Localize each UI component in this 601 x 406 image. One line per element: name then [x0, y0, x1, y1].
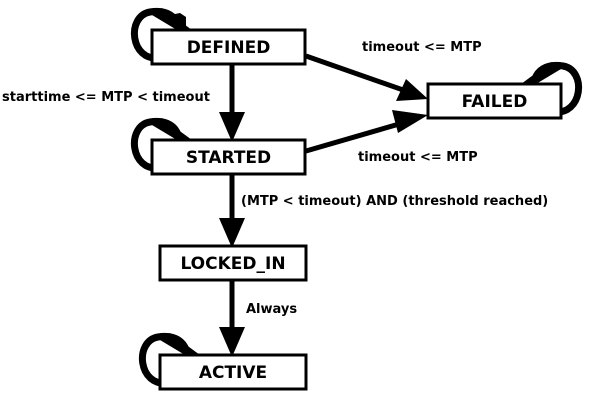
edge-started-to-failed-arrowhead [392, 110, 428, 133]
edge-label-started-to-failed: timeout <= MTP [358, 150, 478, 165]
state-node-active[interactable]: ACTIVE [158, 353, 308, 391]
edge-locked-in-to-active[interactable] [219, 280, 245, 357]
edge-defined-to-failed-arrowhead [396, 79, 428, 101]
edge-label-locked-in-to-active: Always [246, 302, 297, 317]
edge-defined-to-started[interactable] [219, 64, 245, 142]
state-label-started: STARTED [186, 148, 271, 168]
state-node-locked-in[interactable]: LOCKED_IN [158, 244, 308, 282]
edge-defined-to-failed[interactable] [305, 53, 428, 101]
edge-started-to-failed-line [305, 119, 407, 154]
edge-label-started-to-locked-in: (MTP < timeout) AND (threshold reached) [241, 194, 548, 209]
state-label-defined: DEFINED [187, 38, 271, 58]
edge-defined-to-started-arrowhead [219, 112, 245, 142]
edge-defined-to-failed-line [305, 53, 407, 94]
state-label-failed: FAILED [462, 92, 528, 112]
state-box-defined [150, 28, 307, 66]
state-box-started [150, 138, 307, 176]
edge-started-to-locked-in-arrowhead [219, 218, 245, 248]
edge-label-defined-to-failed: timeout <= MTP [362, 40, 482, 55]
state-box-locked-in [158, 244, 308, 282]
state-label-locked-in: LOCKED_IN [180, 254, 285, 274]
edge-started-to-locked-in[interactable] [219, 174, 245, 248]
state-node-failed[interactable]: FAILED [426, 82, 563, 120]
edge-locked-in-to-active-arrowhead [219, 327, 245, 357]
edge-label-defined-to-started: starttime <= MTP < timeout [2, 90, 210, 105]
state-label-active: ACTIVE [199, 363, 267, 383]
state-box-active [158, 353, 308, 391]
edge-started-to-failed[interactable] [305, 110, 428, 154]
state-box-failed [426, 82, 563, 120]
state-node-started[interactable]: STARTED [150, 138, 307, 176]
state-node-defined[interactable]: DEFINED [150, 28, 307, 66]
